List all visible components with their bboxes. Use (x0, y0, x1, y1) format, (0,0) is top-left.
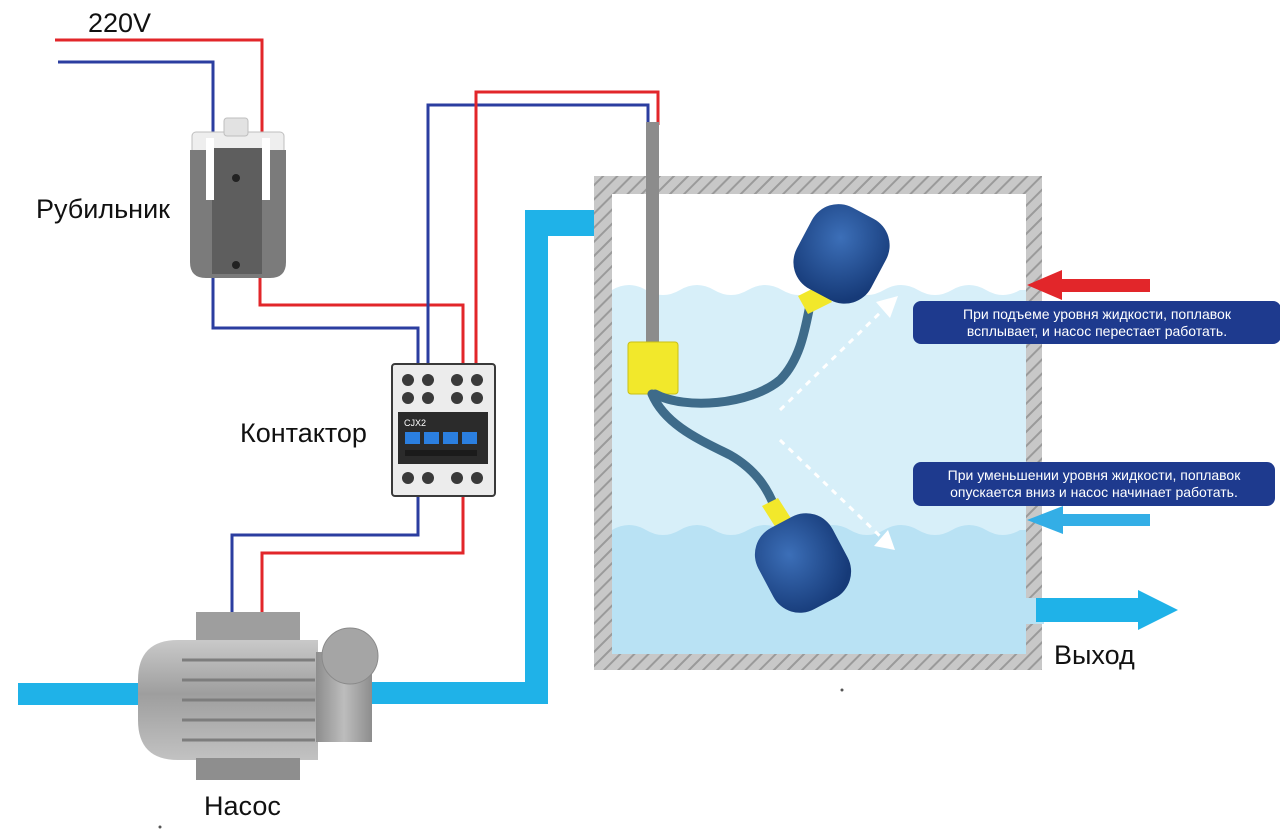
contactor-to-float-phase-wire (474, 90, 660, 372)
low-level-arrow-shaft (1062, 514, 1150, 526)
float-switch (627, 122, 898, 613)
low-level-arrowhead (1027, 506, 1063, 534)
outlet-arrow-shaft (1036, 598, 1141, 622)
pump-outlet-flange (321, 627, 379, 685)
lower-float (754, 513, 852, 613)
float-travel-arrow-up (778, 306, 887, 412)
switch-to-contactor-phase-wire (258, 275, 465, 372)
pump-terminal-box (196, 612, 300, 642)
outlet-arrowhead (1138, 590, 1178, 630)
float-rise-note-line-1: При подъеме уровня жидкости, поплавок (963, 305, 1231, 322)
pump-cooling-fins (182, 658, 315, 742)
switch-label: Рубильник (36, 194, 170, 224)
float-cable-lower (647, 389, 780, 513)
contactor-label: Контактор (240, 418, 367, 448)
switch-to-contactor-neutral-wire (211, 275, 420, 372)
float-cable-upper (650, 300, 815, 408)
pump (138, 612, 379, 780)
float-fall-note-line-1: При уменьшении уровня жидкости, поплавок (947, 467, 1241, 483)
switch-blade-right (262, 138, 270, 200)
contactor-terminals-top (402, 374, 483, 404)
outlet-label: Выход (1054, 640, 1135, 670)
contactor-to-pump-phase-wire (260, 490, 465, 612)
float-rise-note: При подъеме уровня жидкости, поплавок вс… (913, 301, 1280, 344)
contactor-terminals-bottom (402, 472, 483, 484)
water-pipe (18, 198, 645, 705)
switch-front-plate (212, 148, 262, 274)
float-rod (646, 122, 659, 344)
float-clamp (627, 341, 679, 395)
float-rise-note-line-2: всплывает, и насос перестает работать. (966, 322, 1228, 339)
intake-pipe (18, 683, 148, 705)
contactor-device: CJX2 (391, 363, 496, 497)
contactor-to-pump-neutral-wire (230, 490, 420, 612)
knife-switch (190, 117, 286, 278)
high-level-arrow-shaft (1060, 279, 1150, 292)
float-travel-arrowhead-down (874, 530, 895, 550)
switch-screw-bottom (232, 261, 240, 269)
contactor-model-label: CJX2 (404, 418, 426, 428)
upper-float (793, 204, 890, 304)
delivery-pipe (370, 210, 605, 704)
float-fall-note: При уменьшении уровня жидкости, поплавок… (913, 462, 1275, 506)
lower-float-ring (762, 498, 792, 528)
contactor-to-float-neutral-wire (426, 103, 650, 372)
supply-phase-wire (55, 38, 264, 150)
float-travel-arrowhead-up (876, 296, 898, 318)
wires (55, 38, 660, 612)
stray-dot (840, 688, 844, 692)
high-level-arrowhead (1027, 270, 1062, 300)
switch-screw-top (232, 174, 240, 182)
voltage-label: 220V (88, 8, 152, 38)
pump-label: Насос (204, 791, 281, 821)
float-fall-note-line-2: опускается вниз и насос начинает работат… (950, 484, 1238, 500)
switch-blade-left (206, 138, 214, 200)
stray-dot (158, 825, 162, 829)
level-arrows (1027, 270, 1178, 630)
supply-neutral-wire (58, 60, 215, 150)
switch-knob (223, 117, 249, 137)
pump-foot (196, 758, 300, 780)
